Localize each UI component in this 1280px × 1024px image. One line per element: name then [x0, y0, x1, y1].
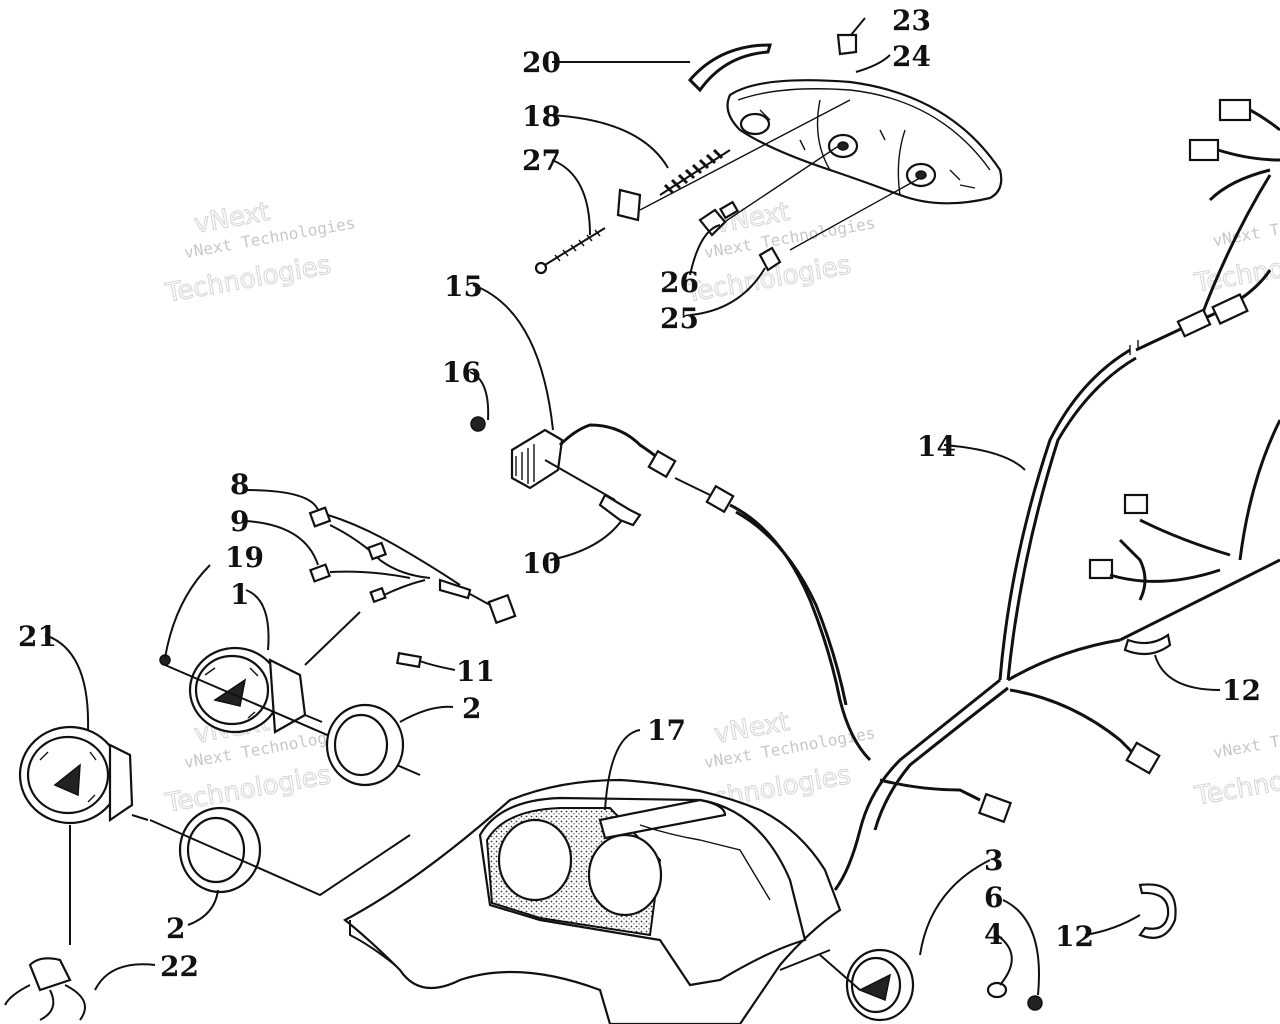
callout-16: 16 — [442, 356, 481, 389]
watermark-group-2: vNext vNext Technologies Technologies — [682, 197, 877, 310]
watermark-group-1: vNext vNext Technologies Technologies — [162, 197, 357, 310]
callout-4: 4 — [984, 918, 1003, 951]
callout-24: 24 — [892, 40, 931, 73]
adjuster-screw — [534, 188, 642, 275]
screw-10 — [544, 459, 642, 527]
callout-9: 9 — [230, 505, 249, 538]
callout-21: 21 — [18, 620, 57, 653]
callout-27: 27 — [522, 144, 561, 177]
callout-2: 2 — [462, 692, 481, 725]
clamp-12-upper — [1123, 633, 1172, 656]
watermark-text: vNext Technologies — [1211, 201, 1280, 250]
callout-22: 22 — [160, 950, 199, 983]
callout-8: 8 — [230, 468, 249, 501]
callout-1: 1 — [230, 578, 249, 611]
watermark-group-6: vNext Technologies Technologies — [1192, 713, 1280, 812]
callout-2: 2 — [166, 912, 185, 945]
callout-11: 11 — [456, 655, 495, 688]
tachometer-gauge — [164, 646, 421, 776]
dimmer-switch — [510, 423, 872, 762]
gauge-wiring — [304, 506, 517, 669]
watermark-sub: Technologies — [1192, 753, 1280, 812]
watermark-sub: Technologies — [1191, 240, 1280, 299]
callout-25: 25 — [660, 302, 699, 335]
callout-20: 20 — [522, 46, 561, 79]
wiring-harness — [833, 98, 1280, 891]
headlight-assembly — [726, 79, 1003, 205]
watermark-text: vNext Technologies — [1212, 713, 1280, 762]
callout-15: 15 — [444, 270, 483, 303]
callout-12: 12 — [1222, 674, 1261, 707]
clip-23 — [836, 33, 858, 56]
callout-10: 10 — [522, 547, 561, 580]
nut-16 — [470, 416, 486, 432]
indicator-housing-3 — [819, 948, 915, 1022]
adjuster-spring — [659, 148, 731, 196]
indicator-bulb — [4, 957, 86, 1021]
callout-26: 26 — [660, 266, 699, 299]
headlight-trim-strip — [687, 43, 772, 93]
bezel-ring-upper — [325, 703, 405, 787]
callout-14: 14 — [917, 430, 956, 463]
callout-17: 17 — [647, 714, 686, 747]
callout-12: 12 — [1055, 920, 1094, 953]
callout-6: 6 — [984, 881, 1003, 914]
callout-18: 18 — [522, 100, 561, 133]
watermark-group-5: vNext Technologies Technologies — [1191, 201, 1280, 299]
speedometer-gauge — [18, 725, 149, 945]
callout-19: 19 — [225, 541, 264, 574]
callout-3: 3 — [984, 844, 1003, 877]
callout-23: 23 — [892, 4, 931, 37]
leader-lines — [44, 17, 1221, 996]
dash-pod — [343, 778, 842, 1024]
clamp-12-lower — [1138, 883, 1177, 939]
bulb-socket — [698, 200, 782, 272]
washer-4 — [986, 981, 1008, 999]
nut-6 — [1027, 995, 1043, 1011]
